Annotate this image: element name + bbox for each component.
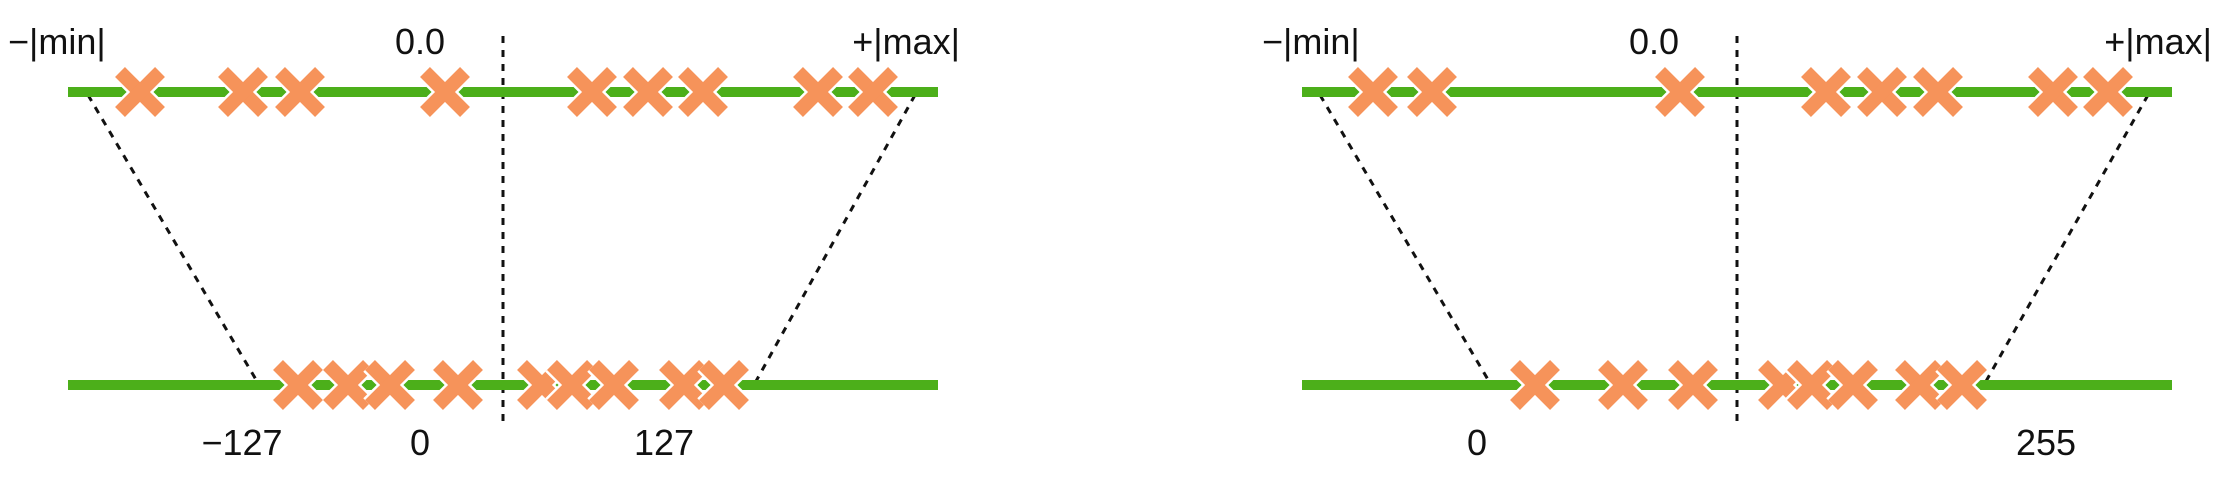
min-mapping-guide: [86, 94, 260, 384]
min-mapping-guide: [1318, 94, 1492, 384]
float-value-marker: [418, 65, 472, 119]
quantized-value-marker: [1826, 358, 1880, 412]
float-value-marker: [1855, 65, 1909, 119]
quantized-value-marker: [363, 358, 417, 412]
top-zero-label: 0.0: [1629, 21, 1679, 62]
quantized-value-marker: [657, 358, 711, 412]
int-max-label: 127: [634, 422, 694, 463]
top-min-label: −|min|: [1262, 21, 1360, 62]
max-mapping-guide: [1983, 94, 2150, 384]
float-value-marker: [2081, 65, 2135, 119]
top-max-label: +|max|: [852, 21, 960, 62]
float-value-marker: [1799, 65, 1853, 119]
float-value-marker: [1405, 65, 1459, 119]
guide-lines: [1318, 36, 2150, 428]
top-max-label: +|max|: [2104, 21, 2212, 62]
float-value-marker: [113, 65, 167, 119]
float-value-marker: [2026, 65, 2080, 119]
int-max-label: 255: [2016, 422, 2076, 463]
quantized-value-marker: [1935, 358, 1989, 412]
float-value-marker: [791, 65, 845, 119]
float-value-marker: [216, 65, 270, 119]
float-value-marker: [846, 65, 900, 119]
int-zero-label: 0: [410, 422, 430, 463]
quantized-value-marker: [1596, 358, 1650, 412]
float-value-marker: [676, 65, 730, 119]
quantized-value-marker: [431, 358, 485, 412]
asymmetric-panel: −|min| 0.0 +|max|: [1262, 21, 2212, 463]
quantized-value-marker: [1666, 358, 1720, 412]
symmetric-panel: −|min| 0.0 +|max|: [8, 21, 960, 463]
max-mapping-guide: [753, 94, 917, 384]
quantized-value-marker: [1893, 358, 1947, 412]
quantized-values: [1508, 358, 1989, 412]
quantized-value-marker: [1785, 358, 1839, 412]
quantized-value-marker: [545, 358, 599, 412]
quantized-value-marker: [697, 358, 751, 412]
float-value-marker: [1346, 65, 1400, 119]
guide-lines: [86, 36, 917, 428]
int-min-label: −127: [201, 422, 282, 463]
float-value-marker: [1653, 65, 1707, 119]
top-zero-label: 0.0: [395, 21, 445, 62]
quantized-value-marker: [321, 358, 375, 412]
float-values: [1346, 65, 2135, 119]
quantized-value-marker: [587, 358, 641, 412]
top-min-label: −|min|: [8, 21, 106, 62]
quantized-value-marker: [1508, 358, 1562, 412]
float-value-marker: [1911, 65, 1965, 119]
int-min-label: 0: [1467, 422, 1487, 463]
quantized-values: [271, 358, 751, 412]
quantized-value-marker: [271, 358, 325, 412]
float-value-marker: [273, 65, 327, 119]
float-values: [113, 65, 900, 119]
float-value-marker: [565, 65, 619, 119]
float-value-marker: [621, 65, 675, 119]
